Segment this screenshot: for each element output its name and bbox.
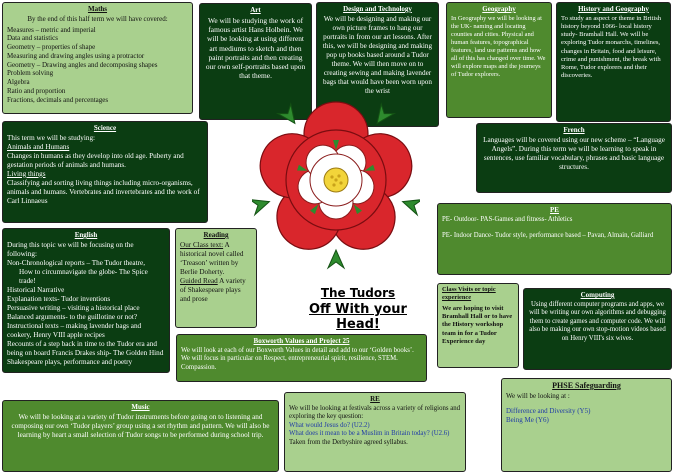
reading-class-text: Our Class text: A historical novel calle… bbox=[180, 241, 252, 277]
re-question-1: What would Jesus do? (U2.2) bbox=[289, 421, 370, 429]
maths-item: Measuring and drawing angles using a pro… bbox=[7, 51, 145, 60]
topic-title-line-2: Off With your Head! bbox=[309, 302, 407, 332]
re-box: RE We will be looking at festivals acros… bbox=[284, 392, 466, 472]
science-topic-2: Living things bbox=[7, 169, 46, 178]
computing-title: Computing bbox=[580, 291, 615, 299]
science-box: Science This term we will be studying: A… bbox=[2, 121, 208, 223]
tudor-rose-image bbox=[252, 101, 420, 270]
dt-text: We will be designing and making our own … bbox=[322, 14, 433, 95]
re-question-2: What does it mean to be a Muslim in Brit… bbox=[289, 430, 450, 438]
maths-item: Geometry – properties of shape bbox=[7, 43, 96, 51]
phse-title: PHSE Safeguarding bbox=[552, 381, 621, 390]
maths-list: Measures – metric and imperial Data and … bbox=[7, 26, 188, 105]
science-topic-1: Animals and Humans bbox=[7, 142, 70, 151]
art-text: We will be studying the work of famous a… bbox=[205, 15, 306, 81]
reading-title: Reading bbox=[203, 231, 229, 239]
pe-box: PE PE- Outdoor- PAS-Games and fitness- A… bbox=[437, 203, 672, 275]
boxworth-box: Boxworth Values and Project 25 We will l… bbox=[176, 334, 427, 382]
science-intro: This term we will be studying: bbox=[7, 133, 96, 142]
reading-guided-value: A variety of Shakespeare plays and prose bbox=[180, 276, 246, 303]
english-item: Persuasive writing – visiting a historic… bbox=[7, 303, 140, 312]
geography-box: Geography In Geography we will be lookin… bbox=[446, 2, 552, 118]
computing-text: Using different computer programs and ap… bbox=[529, 300, 666, 342]
pe-line-2: PE- Indoor Dance- Tudor style, performan… bbox=[442, 232, 654, 240]
english-item: Historical Narrative bbox=[7, 285, 65, 294]
reading-guided-label: Guided Read bbox=[180, 276, 218, 285]
dt-box: Design and Technology We will be designi… bbox=[316, 2, 439, 127]
phse-item-2: Being Me (Y6) bbox=[506, 415, 549, 424]
reading-class-text-value: A historical novel called ‘Treason’ writ… bbox=[180, 240, 244, 276]
visits-text: We are hoping to visit Bramhall Hall or … bbox=[442, 305, 513, 345]
french-text: Languages will be covered using our new … bbox=[483, 135, 665, 171]
visits-box: Class Visits or topic experience We are … bbox=[437, 283, 519, 368]
reading-guided: Guided Read A variety of Shakespeare pla… bbox=[180, 277, 252, 304]
maths-item: Fractions, decimals and percentages bbox=[7, 95, 109, 104]
maths-item: Ratio and proportion bbox=[7, 86, 66, 95]
topic-title: The Tudors Off With your Head! bbox=[288, 286, 428, 332]
maths-item: Measures – metric and imperial bbox=[7, 25, 96, 34]
english-item: Shakespeare plays, performance and poetr… bbox=[7, 357, 133, 366]
pe-title: PE bbox=[550, 206, 559, 214]
pe-line-1: PE- Outdoor- PAS-Games and fitness- Athl… bbox=[442, 215, 573, 223]
science-title: Science bbox=[93, 124, 117, 132]
french-box: French Languages will be covered using o… bbox=[476, 123, 672, 193]
re-outro: Taken from the Derbyshire agreed syllabu… bbox=[289, 438, 408, 446]
phse-item-1: Difference and Diversity (Y5) bbox=[506, 406, 591, 415]
visits-title: Class Visits or topic experience bbox=[442, 286, 496, 301]
english-item: Instructional texts – making lavender ba… bbox=[7, 321, 142, 339]
science-text-2: Classifying and sorting living things in… bbox=[7, 178, 200, 205]
history-box: History and Geography To study an aspect… bbox=[556, 2, 671, 122]
maths-item: Data and statistics bbox=[7, 34, 58, 43]
maths-item: Algebra bbox=[7, 78, 30, 86]
history-title: History and Geography bbox=[578, 5, 649, 13]
english-intro: During this topic we will be focusing on… bbox=[7, 240, 134, 258]
music-text: We will be looking at a variety of Tudor… bbox=[11, 412, 270, 439]
re-title: RE bbox=[370, 395, 380, 403]
english-box: English During this topic we will be foc… bbox=[2, 228, 170, 373]
maths-item: Geometry – Drawing angles and decomposin… bbox=[7, 60, 158, 69]
music-box: Music We will be looking at a variety of… bbox=[2, 400, 279, 472]
reading-box: Reading Our Class text: A historical nov… bbox=[175, 228, 257, 328]
art-box: Art We will be studying the work of famo… bbox=[199, 3, 312, 120]
maths-item: Problem solving bbox=[7, 69, 54, 78]
re-intro: We will be looking at festivals across a… bbox=[289, 404, 461, 421]
maths-title: Maths bbox=[87, 5, 108, 13]
geography-title: Geography bbox=[482, 5, 516, 13]
english-item: How to circumnavigate the globe- The Spi… bbox=[19, 267, 148, 285]
art-title: Art bbox=[250, 6, 261, 14]
music-title: Music bbox=[131, 403, 150, 411]
english-item: Non-Chronological reports – The Tudor th… bbox=[7, 258, 146, 267]
topic-title-line-1: The Tudors bbox=[320, 286, 396, 300]
science-text-1: Changes in humans as they develop into o… bbox=[7, 151, 184, 169]
maths-intro: By the end of this half term we will hav… bbox=[27, 14, 168, 23]
phse-intro: We will be looking at : bbox=[506, 392, 570, 400]
boxworth-text: We will look at each of our Boxworth Val… bbox=[181, 346, 414, 371]
english-item: Recounts of a step back in time to the T… bbox=[7, 339, 164, 357]
english-item: Balanced arguments- to the guillotine or… bbox=[7, 312, 138, 321]
boxworth-title: Boxworth Values and Project 25 bbox=[253, 337, 350, 345]
reading-class-text-label: Our Class text: bbox=[180, 240, 224, 249]
english-title: English bbox=[74, 231, 98, 239]
computing-box: Computing Using different computer progr… bbox=[523, 288, 672, 370]
phse-box: PHSE Safeguarding We will be looking at … bbox=[501, 378, 672, 472]
dt-title: Design and Technology bbox=[343, 5, 412, 13]
maths-box: Maths By the end of this half term we wi… bbox=[2, 2, 193, 114]
french-title: French bbox=[563, 126, 585, 134]
english-item: Explanation texts- Tudor inventions bbox=[7, 294, 111, 303]
history-text: To study an aspect or theme in British h… bbox=[561, 14, 662, 80]
geography-text: In Geography we will be looking at the U… bbox=[451, 14, 546, 78]
